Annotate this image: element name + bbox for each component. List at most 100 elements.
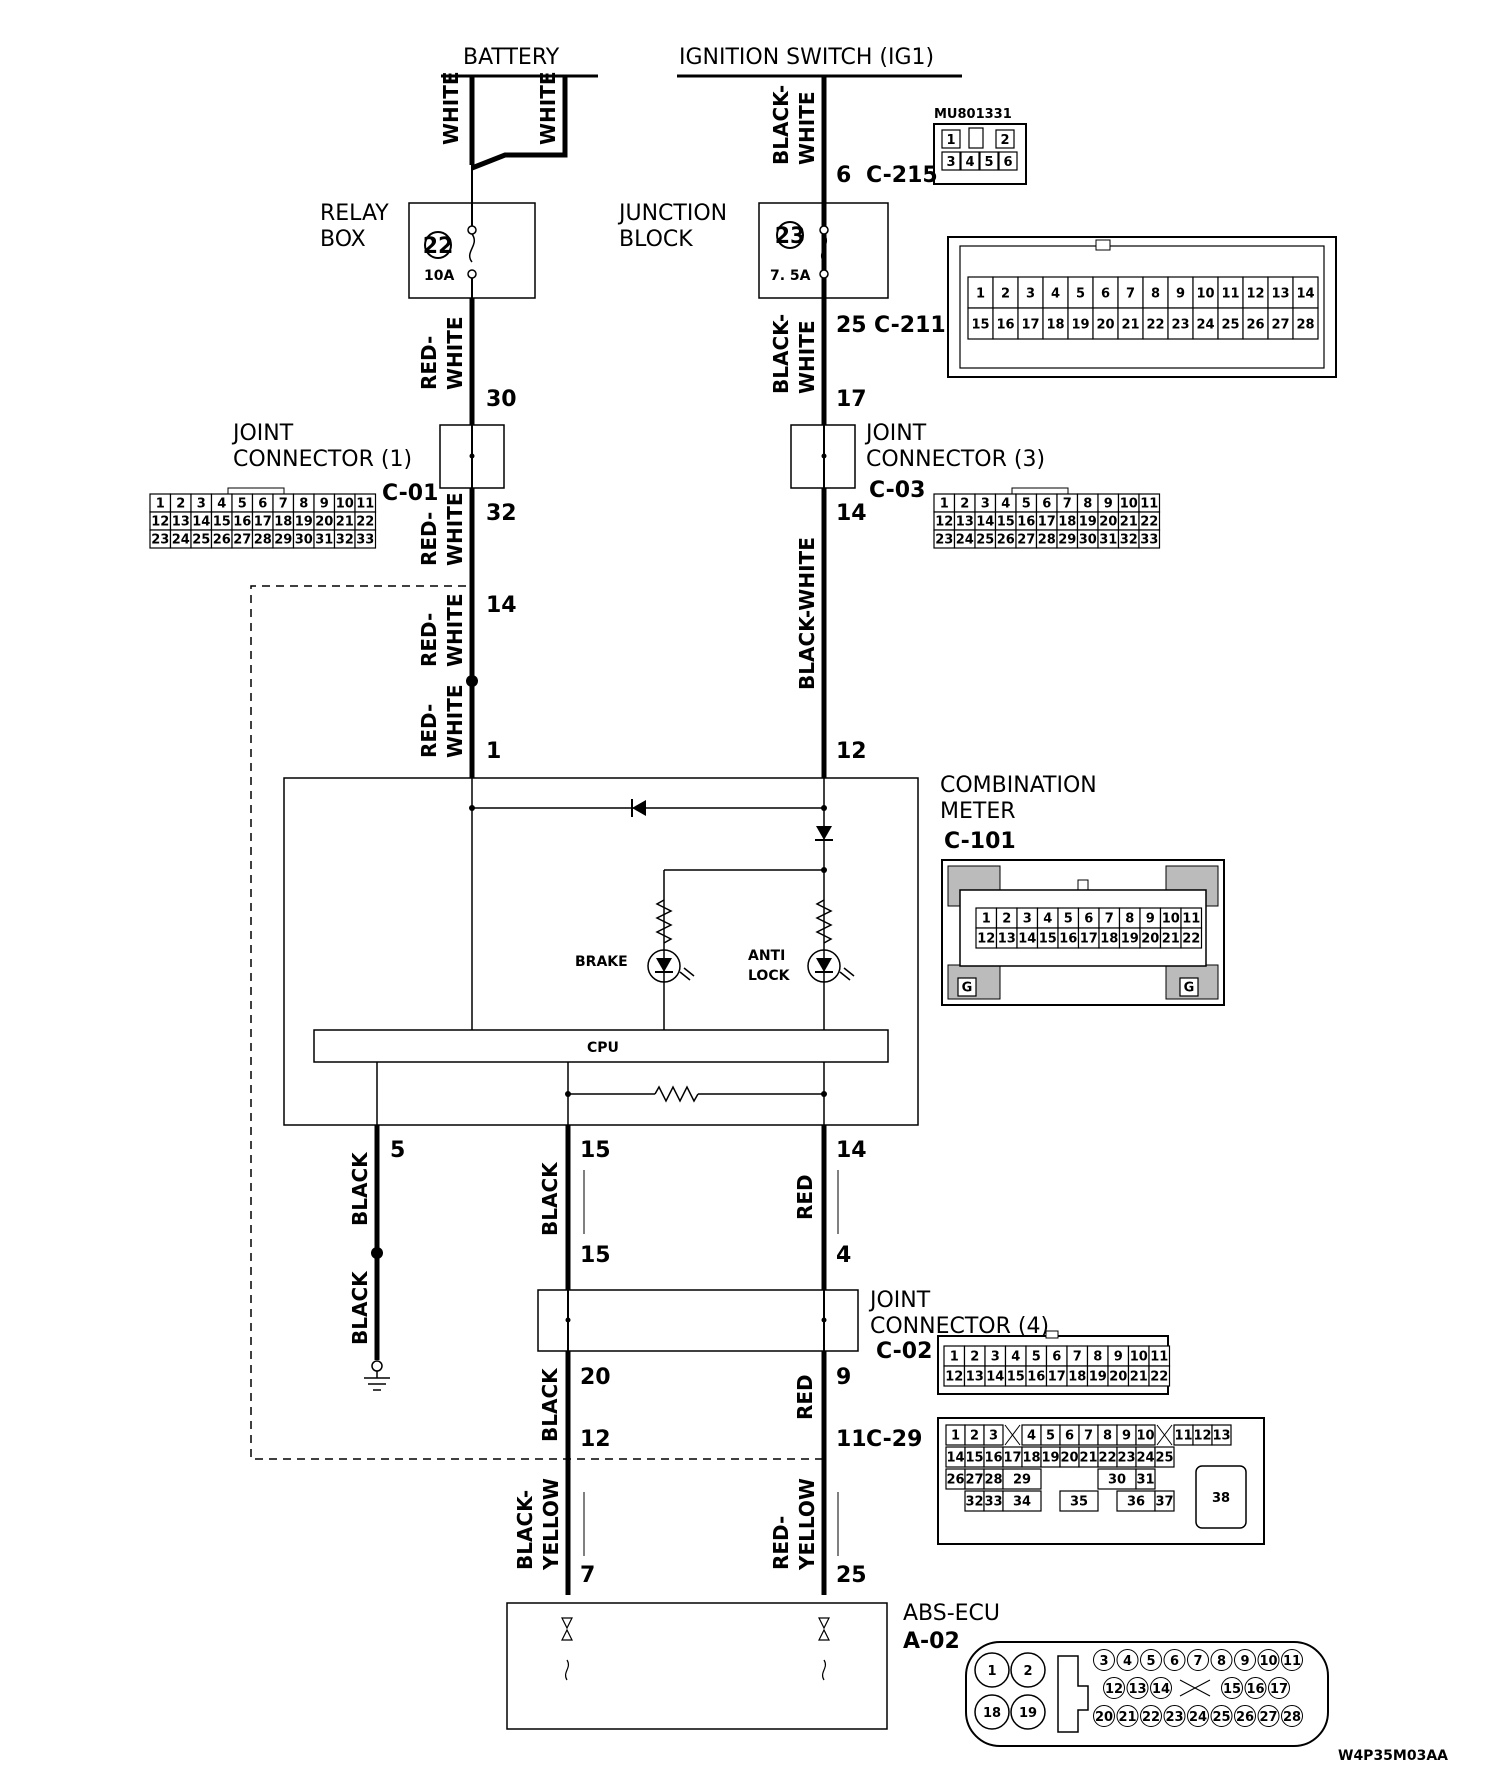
c211-outline [947, 236, 1337, 378]
c02-pin-label: 15 [1007, 1370, 1025, 1385]
wire-red-yellow-2: YELLOW [795, 1478, 819, 1571]
c211-pin-label: 25 [1221, 318, 1239, 333]
c101-pin-label: 14 [1018, 932, 1036, 947]
c29-pin-label: 1 [951, 1428, 960, 1443]
pin-25-ecu: 25 [836, 1563, 867, 1588]
c01-pin-label: 31 [315, 533, 333, 548]
c211-pin-label: 4 [1051, 287, 1060, 302]
wire-red-white-a2: WHITE [443, 316, 467, 390]
c211-pin-label: 1 [976, 287, 985, 302]
c101-ground-0-cell [957, 977, 977, 997]
c01-tab [227, 487, 285, 495]
a02-pin [1257, 1705, 1280, 1727]
c29-pin-label: 7 [1084, 1428, 1093, 1443]
c03-pin-label: 15 [997, 515, 1015, 530]
c215-cell [941, 129, 961, 149]
a02-pin [1093, 1649, 1115, 1671]
wire-red-yellow-1: RED- [769, 1516, 793, 1570]
c01-pin-label: 26 [213, 533, 231, 548]
joint-connector-4-label-2: CONNECTOR (4) [870, 1314, 1049, 1339]
c211-cell [967, 276, 994, 309]
c03-pin-label: 23 [935, 533, 953, 548]
c101-pin-label: 1 [982, 912, 991, 927]
wire-red-white-c1: RED- [417, 613, 441, 667]
c29-cell [1135, 1424, 1156, 1446]
c03-pin-label: 27 [1017, 533, 1035, 548]
connector-code-top: MU801331 [934, 107, 1012, 122]
c01-pin-label: 24 [172, 533, 190, 548]
c29-pin-label: 2 [970, 1428, 979, 1443]
fuse-23-icon [776, 221, 804, 249]
c03-pin-label: 25 [976, 533, 994, 548]
junction-block-label-2: BLOCK [619, 227, 693, 252]
c211-pin-label: 18 [1046, 318, 1064, 333]
antilock-label-2: LOCK [748, 968, 791, 984]
a02-pin-label: 12 [1105, 1682, 1123, 1697]
c29-pin-label: 4 [1027, 1428, 1036, 1443]
c03-pin-label: 21 [1120, 515, 1138, 530]
a02-pin [1257, 1649, 1280, 1671]
wire-red-b: RED [793, 1374, 817, 1420]
c29-pin-label: 25 [1155, 1450, 1173, 1465]
c01-pin-label: 15 [213, 515, 231, 530]
a02-pin-label: 23 [1165, 1710, 1183, 1725]
c01-pin-label: 1 [156, 497, 165, 512]
a02-pin-label: 13 [1128, 1682, 1146, 1697]
c215-pin-label: 1 [946, 133, 955, 148]
c01-pin-label: 8 [299, 497, 308, 512]
c02-pin-label: 20 [1109, 1370, 1127, 1385]
a02-pin-label: 8 [1217, 1654, 1226, 1669]
a02-pin [1116, 1649, 1139, 1671]
c01-pin-label: 20 [315, 515, 333, 530]
junction-block [758, 202, 889, 299]
c215-cell [941, 151, 961, 171]
c02-pin-label: 18 [1068, 1370, 1086, 1385]
c101-pin-label: 7 [1105, 912, 1114, 927]
c29-pin-label: 15 [965, 1450, 983, 1465]
a02-pin-label: 7 [1193, 1654, 1202, 1669]
c03-pin-label: 14 [976, 515, 994, 530]
a02-pin [1281, 1705, 1303, 1727]
wire-black-yellow-1: BLACK- [513, 1490, 537, 1570]
joint-connector-3-label-1: JOINT [864, 421, 927, 446]
c101-pin-label: 19 [1121, 932, 1139, 947]
c01-pin-label: 28 [254, 533, 272, 548]
c29-pin-label: 36 [1127, 1494, 1145, 1509]
ignition-switch-label: IGNITION SWITCH (IG1) [679, 45, 934, 70]
a02-pin-label: 6 [1170, 1654, 1179, 1669]
c101-key [1077, 879, 1089, 891]
c29-blank-mark [1004, 1424, 1021, 1446]
c101-pin-label: 22 [1182, 932, 1200, 947]
c215-pin-label: 2 [1000, 133, 1009, 148]
c02-pin-label: 12 [945, 1370, 963, 1385]
c01-pin-label: 12 [151, 515, 169, 530]
wire-red-white-b2: WHITE [443, 492, 467, 566]
a02-pin-label: 16 [1246, 1682, 1264, 1697]
c215-pin-label: 4 [965, 155, 974, 170]
c29-pin-label: 17 [1003, 1450, 1021, 1465]
c01-pin-label: 18 [274, 515, 292, 530]
wire-black-white-a2: WHITE [795, 91, 819, 165]
c02-pin-label: 4 [1011, 1350, 1020, 1365]
c101-pin-label: 9 [1146, 912, 1155, 927]
a02-big-label: 19 [1019, 1706, 1037, 1721]
c03-pin-label: 18 [1058, 515, 1076, 530]
c03-pin-label: 1 [940, 497, 949, 512]
a02-pin-label: 9 [1240, 1654, 1249, 1669]
c02-cell [1148, 1365, 1171, 1387]
c29-pin-label: 8 [1103, 1428, 1112, 1443]
c29-pin-label: 27 [965, 1472, 983, 1487]
wire-red-white-d1: RED- [417, 704, 441, 758]
a02-pin-label: 5 [1146, 1654, 1155, 1669]
c211-inner [959, 245, 1325, 369]
c29-pin-label: 34 [1013, 1494, 1031, 1509]
c101-outline [941, 859, 1225, 1006]
c02-pin-label: 9 [1114, 1350, 1123, 1365]
c03-tab [1011, 487, 1069, 495]
c02-pin-label: 19 [1089, 1370, 1107, 1385]
pin-30: 30 [486, 387, 517, 412]
c02-tab [1045, 1330, 1059, 1339]
joint-connector-1-label-1: JOINT [231, 421, 294, 446]
